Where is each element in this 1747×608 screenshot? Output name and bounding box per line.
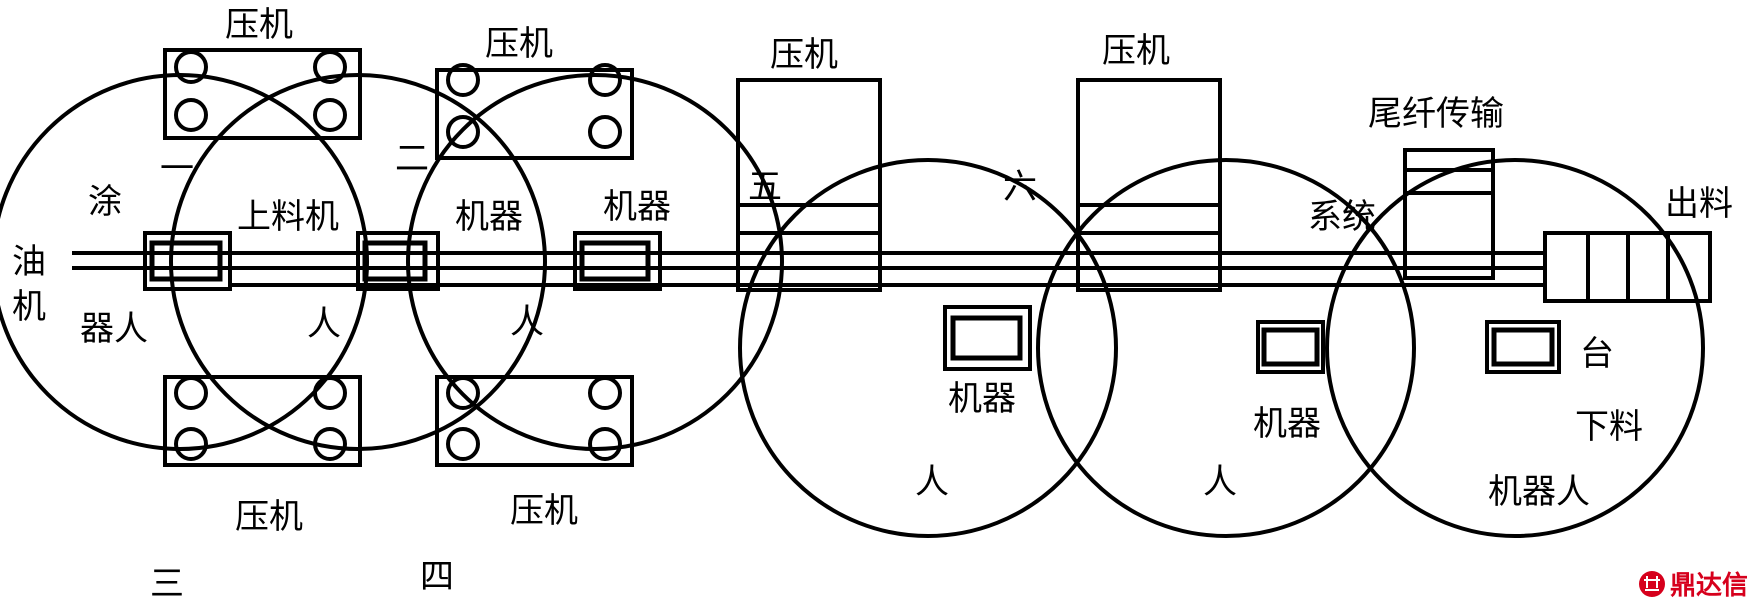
- tail-conveyor-tower: [1403, 148, 1495, 280]
- label-press-3-no: 三: [150, 564, 184, 604]
- dingdaxin-logo-icon: [1639, 571, 1665, 597]
- label-unloading-robot-b: 机器人: [1488, 472, 1590, 512]
- press-3-body: [163, 375, 362, 467]
- label-robot-5-b: 人: [915, 462, 949, 502]
- label-coating-robot-a: 涂: [88, 182, 122, 222]
- robot-loading: [356, 231, 440, 291]
- label-press-5: 压机: [770, 35, 838, 75]
- robot-unloading: [1485, 320, 1561, 374]
- press-1-body: [163, 48, 362, 140]
- label-tail-conveyor-a: 尾纤传输: [1368, 94, 1504, 134]
- label-robot-4-a: 机器: [603, 187, 671, 227]
- label-press-1: 压机: [225, 5, 293, 45]
- press-2-body: [435, 63, 634, 160]
- watermark: 鼎达信: [1639, 571, 1747, 601]
- label-oiler-b: 机: [12, 287, 46, 327]
- reach-circle-robot-6: [1036, 158, 1416, 538]
- label-press-3: 压机: [235, 497, 303, 537]
- label-robot-6-a: 机器: [1253, 404, 1321, 444]
- label-robot-3-a: 机器: [455, 197, 523, 237]
- robot-coating: [143, 231, 232, 291]
- label-tail-conveyor-b: 系统: [1308, 197, 1376, 237]
- label-press-5-no: 五: [748, 167, 782, 207]
- label-press-1-no: 一: [160, 149, 194, 189]
- label-press-6-no: 六: [1003, 167, 1037, 207]
- label-press-2: 压机: [485, 24, 553, 64]
- reach-circle-robot-5: [738, 158, 1118, 538]
- label-loading-robot-b: 人: [307, 304, 341, 344]
- label-press-6: 压机: [1102, 31, 1170, 71]
- label-coating-robot-b: 器人: [80, 309, 148, 349]
- label-press-4-no: 四: [420, 557, 454, 597]
- reach-circle-coating-robot: [0, 73, 369, 451]
- reach-circle-unloading-robot: [1325, 158, 1705, 538]
- watermark-text: 鼎达信: [1670, 571, 1747, 601]
- output-table: [1543, 231, 1712, 303]
- press-4-body: [435, 375, 634, 467]
- robot-5: [943, 305, 1032, 371]
- label-robot-6-b: 人: [1203, 462, 1237, 502]
- label-oiler-a: 油: [12, 242, 46, 282]
- press-5-body: [736, 78, 882, 292]
- label-robot-5-a: 机器: [948, 379, 1016, 419]
- label-unloading-robot-a: 下料: [1575, 407, 1643, 447]
- label-press-4: 压机: [510, 491, 578, 531]
- label-output-platform: 台: [1580, 334, 1614, 374]
- conveyor-rails: [72, 251, 1545, 287]
- label-robot-3-b: 人: [510, 302, 544, 342]
- label-press-2-no: 二: [395, 139, 429, 179]
- reach-circle-robot-3: [406, 73, 784, 451]
- label-output: 出料: [1665, 184, 1733, 224]
- press-6-body: [1076, 78, 1222, 292]
- label-loading-robot-a: 上料机: [237, 197, 339, 237]
- robot-6: [1256, 320, 1325, 374]
- labels: 压机 一 压机 二 压机 三 压机 四 压机 五 压机 六 油 机 涂 器人 上…: [12, 5, 1733, 604]
- robot-3: [573, 231, 662, 291]
